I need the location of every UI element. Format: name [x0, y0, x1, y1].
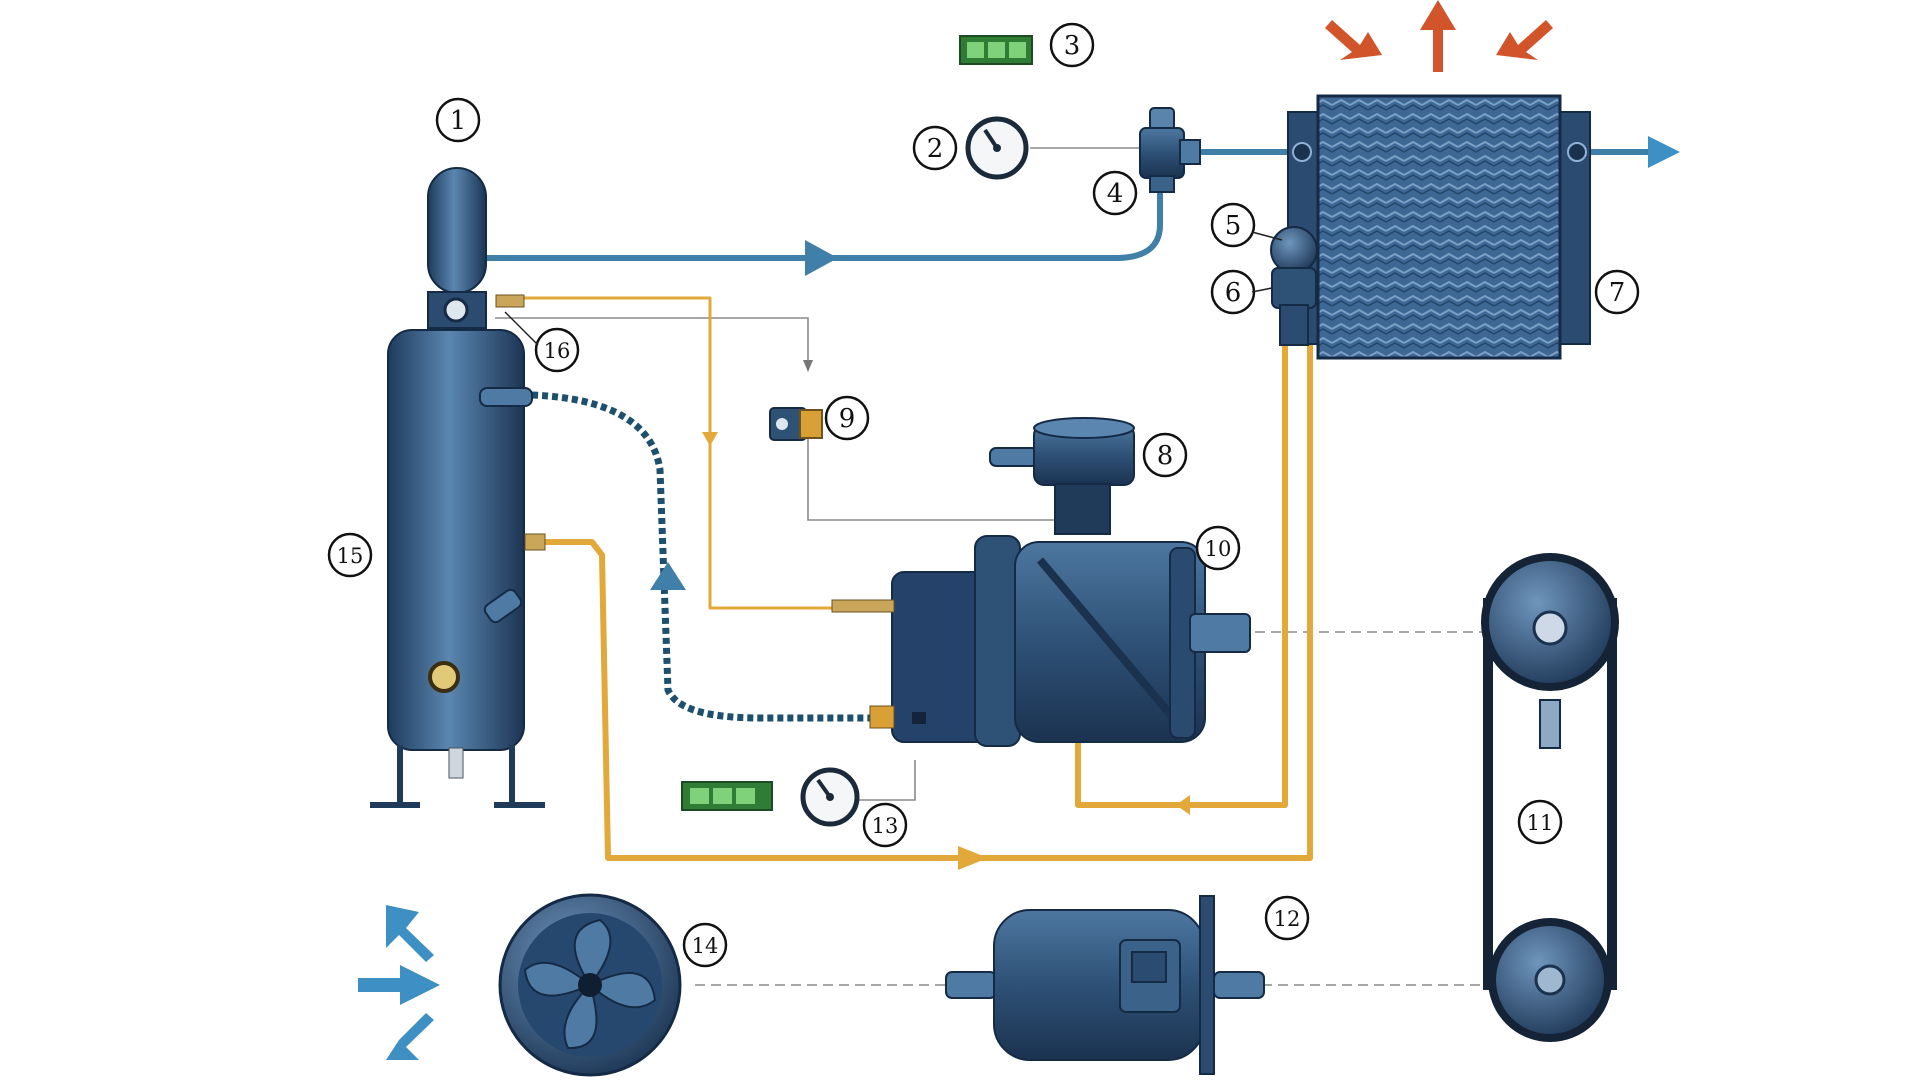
label-15: 15 — [327, 532, 373, 578]
min-pressure-valve — [1139, 107, 1201, 193]
digital-display-icon — [681, 781, 773, 811]
label-1: 1 — [435, 97, 481, 143]
oil-air-mix-line — [531, 391, 878, 722]
label-4: 4 — [1092, 170, 1138, 216]
svg-text:4: 4 — [1107, 179, 1124, 209]
svg-text:13: 13 — [872, 814, 899, 838]
svg-text:8: 8 — [1157, 441, 1174, 471]
label-5: 5 — [1210, 202, 1256, 248]
oil-injection-line — [500, 296, 850, 610]
oil-flow-arrow-cooler — [1176, 795, 1190, 815]
svg-text:15: 15 — [337, 544, 364, 568]
svg-text:14: 14 — [692, 934, 719, 958]
pressure-gauge-icon — [800, 767, 860, 827]
label-10: 10 — [1195, 525, 1241, 571]
hot-air-arrow-icon — [1325, 0, 1553, 72]
mix-flow-arrow — [650, 562, 686, 590]
screw-compressor-airend — [831, 535, 1251, 747]
svg-text:1: 1 — [450, 106, 467, 136]
svg-text:3: 3 — [1064, 31, 1081, 61]
separator-tank — [370, 167, 546, 808]
belt-drive — [1481, 553, 1619, 1042]
solenoid-valve — [769, 407, 823, 441]
signal-lines — [495, 147, 1500, 986]
svg-text:11: 11 — [1527, 811, 1554, 835]
label-9: 9 — [824, 395, 870, 441]
signal-line-sensor-16-to-9 — [495, 317, 809, 360]
label-7: 7 — [1594, 269, 1640, 315]
label-2: 2 — [912, 125, 958, 171]
svg-text:12: 12 — [1274, 907, 1301, 931]
svg-text:6: 6 — [1225, 278, 1242, 308]
oil-return-line — [545, 335, 1313, 861]
signal-arrow — [803, 360, 813, 372]
svg-text:9: 9 — [839, 404, 856, 434]
oil-flow-arrow-bottom — [958, 846, 988, 870]
intake-air-arrow-icon — [358, 905, 440, 1060]
oil-air-cooler — [1287, 94, 1591, 360]
label-leaders — [504, 231, 1283, 346]
svg-text:7: 7 — [1609, 278, 1626, 308]
signal-line-gauge-13 — [838, 760, 916, 801]
cooling-fan — [498, 893, 682, 1077]
label-11: 11 — [1517, 799, 1563, 845]
signal-line-9-to-intake — [807, 430, 1068, 521]
electric-motor — [945, 895, 1265, 1075]
air-outlet-arrow — [1648, 136, 1680, 168]
intake-valve — [989, 417, 1135, 535]
digital-display-icon — [959, 35, 1033, 65]
label-14: 14 — [682, 922, 728, 968]
label-16: 16 — [534, 327, 580, 373]
component-labels: 1 2 3 4 5 6 7 8 9 10 11 12 13 14 15 16 — [327, 22, 1640, 968]
oil-flow-arrow-vertical — [702, 432, 718, 446]
label-13: 13 — [862, 802, 908, 848]
label-12: 12 — [1264, 895, 1310, 941]
svg-text:2: 2 — [927, 134, 944, 164]
svg-text:10: 10 — [1205, 537, 1232, 561]
label-3: 3 — [1049, 22, 1095, 68]
svg-text:16: 16 — [544, 339, 571, 363]
air-flow-arrow — [805, 240, 838, 276]
label-8: 8 — [1142, 432, 1188, 478]
pressure-gauge-icon — [965, 116, 1029, 180]
svg-text:5: 5 — [1225, 211, 1242, 241]
label-6: 6 — [1210, 269, 1256, 315]
